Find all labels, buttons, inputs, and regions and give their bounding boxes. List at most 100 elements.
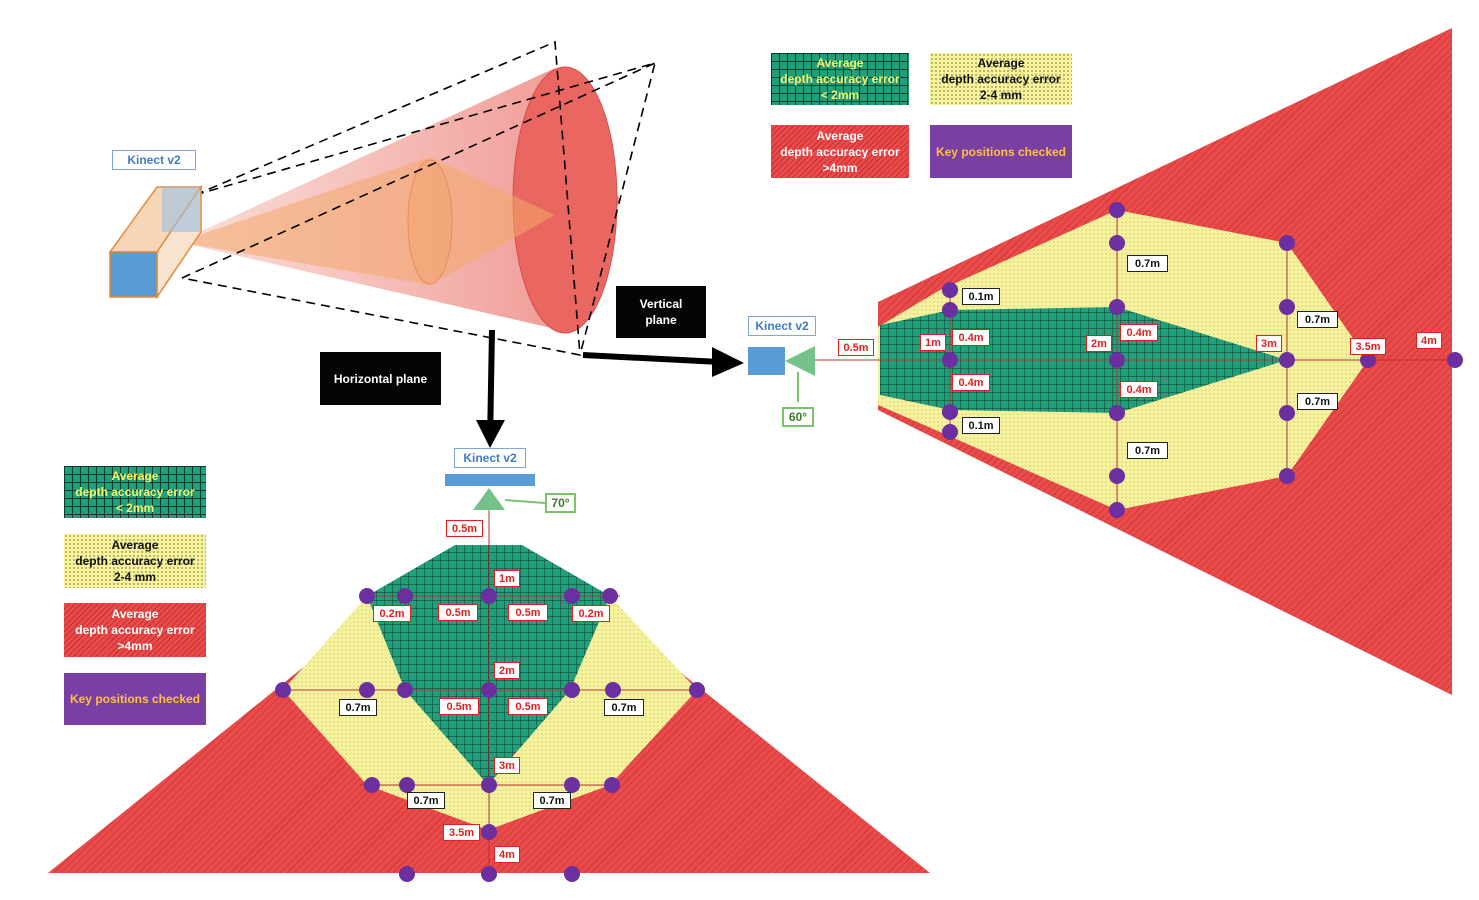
key-position-dot: [1360, 352, 1376, 368]
horizontal-distance-label: 3m: [494, 757, 520, 774]
key-position-dot: [1279, 299, 1295, 315]
key-position-dot: [564, 682, 580, 698]
horizontal-fov-angle-icon: [473, 488, 505, 510]
vertical-distance-label: 0.7m: [1127, 442, 1168, 459]
fov-inner-cone: [178, 157, 555, 285]
horizontal-distance-label: 4m: [494, 846, 520, 863]
horizontal-distance-label: 2m: [494, 662, 520, 679]
vertical-distance-label: 0.1m: [962, 417, 1000, 434]
key-position-dot: [397, 588, 413, 604]
key-position-dot: [1447, 352, 1463, 368]
vertical-plane-label: Vertical plane: [616, 286, 706, 338]
vertical-distance-label: 0.4m: [1120, 381, 1158, 398]
key-position-dot: [1109, 202, 1125, 218]
horizontal-distance-label: 0.5m: [438, 604, 478, 621]
key-position-dot: [1279, 235, 1295, 251]
horizontal-distance-label: 0.7m: [604, 699, 644, 716]
vertical-distance-label: 0.1m: [962, 288, 1000, 305]
vertical-distance-label: 0.5m: [838, 339, 874, 356]
key-position-dot: [275, 682, 291, 698]
horizontal-distance-label: 1m: [494, 570, 520, 587]
key-position-dot: [942, 424, 958, 440]
legend-left-green: Average depth accuracy error < 2mm: [64, 466, 206, 518]
key-position-dot: [604, 777, 620, 793]
key-position-dot: [397, 682, 413, 698]
key-position-dot: [359, 588, 375, 604]
legend-left-purple: Key positions checked: [64, 673, 206, 725]
horizontal-distance-label: 0.2m: [373, 605, 411, 622]
horizontal-distance-label: 0.5m: [508, 604, 548, 621]
horizontal-plane-arrow-head: [476, 420, 505, 448]
kinect-lens-face: [109, 251, 158, 298]
horizontal-distance-label: 0.7m: [339, 699, 377, 716]
key-position-dot: [399, 777, 415, 793]
horizontal-distance-label: 3.5m: [443, 824, 480, 841]
vertical-distance-label: 0.4m: [952, 374, 990, 391]
key-position-dot: [564, 866, 580, 882]
kinect-top-face: [162, 187, 200, 232]
vertical-kinect-sensor: [748, 347, 785, 375]
key-position-dot: [564, 588, 580, 604]
key-position-dot: [1109, 405, 1125, 421]
key-position-dot: [1109, 468, 1125, 484]
legend-right-purple: Key positions checked: [930, 125, 1072, 178]
legend-right-green: Average depth accuracy error < 2mm: [771, 53, 909, 105]
key-position-dot: [1279, 405, 1295, 421]
legend-right-yellow: Average depth accuracy error 2-4 mm: [930, 53, 1072, 105]
key-position-dot: [942, 352, 958, 368]
key-position-dot: [1279, 468, 1295, 484]
key-position-dot: [481, 866, 497, 882]
key-position-dot: [1109, 352, 1125, 368]
fov-cone-base: [512, 66, 618, 334]
key-position-dot: [602, 588, 618, 604]
vertical-distance-label: 4m: [1416, 332, 1442, 349]
key-position-dot: [942, 404, 958, 420]
kinect-label-horizontal: Kinect v2: [454, 448, 526, 468]
key-position-dot: [1109, 502, 1125, 518]
vertical-distance-label: 0.7m: [1297, 393, 1338, 410]
horizontal-distance-label: 0.7m: [407, 792, 445, 809]
vertical-distance-label: 0.7m: [1297, 311, 1338, 328]
horizontal-distance-label: 0.7m: [533, 792, 571, 809]
horizontal-plane-diagram: [48, 474, 930, 882]
key-position-dot: [481, 588, 497, 604]
key-position-dot: [942, 282, 958, 298]
key-position-dot: [689, 682, 705, 698]
vertical-distance-label: 0.7m: [1127, 255, 1168, 272]
vertical-distance-label: 3m: [1256, 335, 1282, 352]
key-position-dot: [364, 777, 380, 793]
legend-left-yellow: Average depth accuracy error 2-4 mm: [64, 534, 206, 588]
key-position-dot: [564, 777, 580, 793]
vertical-distance-label: 3.5m: [1350, 338, 1386, 355]
kinect-label-vertical: Kinect v2: [748, 316, 816, 336]
vertical-distance-label: 0.4m: [1120, 324, 1158, 341]
vertical-fov-angle-icon: [785, 346, 815, 376]
fov-frustum-lines: [181, 40, 657, 356]
key-position-dot: [481, 682, 497, 698]
vertical-distance-label: 1m: [920, 334, 946, 351]
horizontal-key-positions: [275, 588, 705, 882]
legend-right-red: Average depth accuracy error >4mm: [771, 125, 909, 178]
key-position-dot: [605, 682, 621, 698]
key-position-dot: [359, 682, 375, 698]
key-position-dot: [481, 824, 497, 840]
horizontal-distance-label: 0.5m: [439, 698, 479, 715]
horizontal-kinect-sensor: [445, 474, 535, 486]
horizontal-plane-label: Horizontal plane: [320, 352, 441, 405]
key-position-dot: [1279, 352, 1295, 368]
legend-left-red: Average depth accuracy error >4mm: [64, 603, 206, 657]
horizontal-distance-label: 0.2m: [572, 605, 610, 622]
vertical-plane-arrow-head: [712, 347, 744, 377]
key-position-dot: [399, 866, 415, 882]
horizontal-angle-pointer: [504, 499, 546, 504]
horizontal-distance-label: 0.5m: [446, 520, 483, 537]
key-position-dot: [942, 302, 958, 318]
key-position-dot: [1109, 235, 1125, 251]
vertical-plane-arrow-shaft: [582, 352, 721, 365]
kinect-label-top: Kinect v2: [112, 150, 196, 170]
vertical-fov-angle: 60°: [782, 407, 814, 427]
field-of-view-3d: [108, 40, 744, 448]
key-position-dot: [1109, 299, 1125, 315]
horizontal-fov-angle: 70°: [545, 493, 576, 513]
